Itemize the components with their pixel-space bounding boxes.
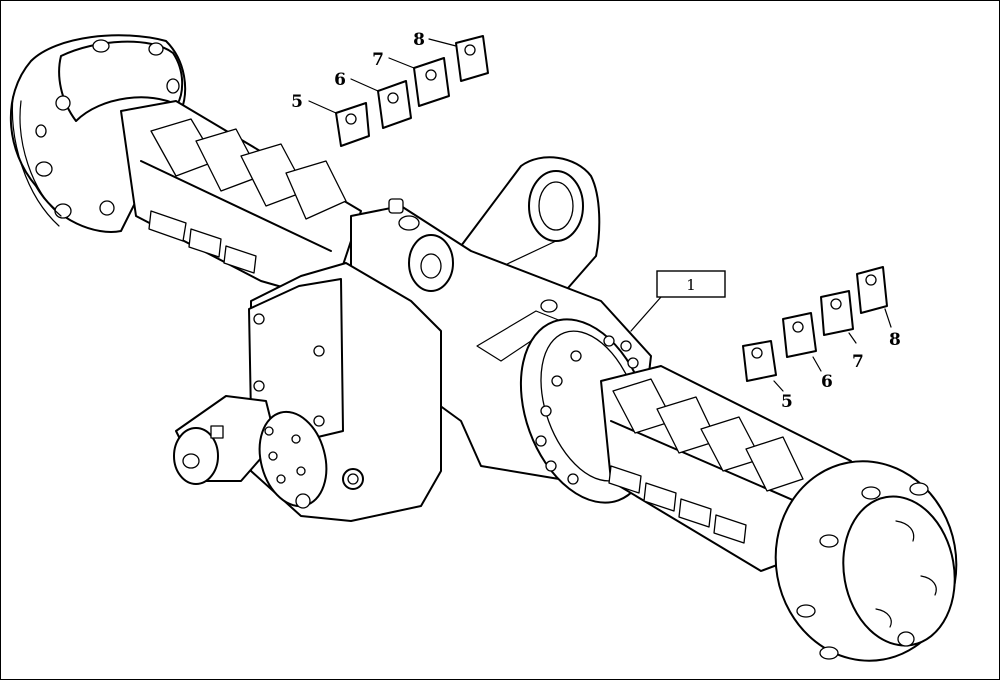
callout-box-assembly <box>656 270 726 298</box>
shim-set-right <box>742 266 888 382</box>
leader-lines <box>308 38 892 392</box>
left-axle-tube <box>120 100 362 302</box>
callout-label-shim-5-top: 5 <box>291 92 303 112</box>
shim-set-top <box>335 35 489 147</box>
callout-label-assembly: 1 <box>686 276 696 294</box>
callout-label-shim-8-top: 8 <box>413 30 425 50</box>
callout-label-shim-7-top: 7 <box>372 50 384 70</box>
callout-label-shim-8-right: 8 <box>889 330 901 350</box>
callout-label-shim-5-right: 5 <box>781 392 793 412</box>
right-wheel-hub <box>774 460 958 662</box>
callout-label-shim-7-right: 7 <box>852 352 864 372</box>
output-flange <box>173 395 328 509</box>
callout-label-shim-6-right: 6 <box>821 372 833 392</box>
callout-label-shim-6-top: 6 <box>334 70 346 90</box>
